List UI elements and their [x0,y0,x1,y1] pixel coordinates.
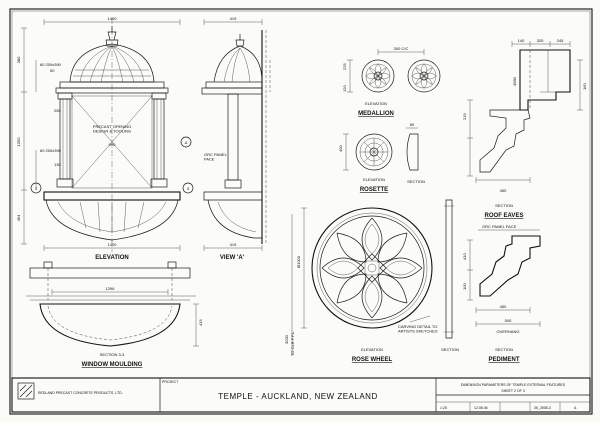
dim-380: 380 [16,56,21,63]
view-a-drawing [201,19,271,251]
medallion-drawing [347,49,441,93]
company-logo [17,382,35,400]
view-marker-a [180,136,192,148]
section-marker-left [30,182,42,194]
label-rosette-section: SECTION [407,179,425,184]
rosette-drawing [343,127,419,171]
label-rose-wheel-section: SECTION [441,347,459,352]
section-marker-right [182,182,194,194]
dim-1400-bottom: 1400 [108,242,118,247]
label-rose-wheel-elevation: ELEVATION [361,347,383,352]
dim-415: 415 [198,319,203,326]
project-label: PROJECT [162,380,179,384]
dim-100: 100 [462,283,467,290]
label-roof-eaves-section: SECTION [495,203,513,208]
drawing-date: 12.08.06 [474,406,488,410]
dim-219: 219 [462,113,467,120]
dim-250: 250 [54,108,61,113]
window-moulding-drawing [26,261,199,347]
label-rosette: ROSETTE [360,187,388,193]
drawing-title: DIMENSION PARAMETERS OF TEMPLE EXTERNAL … [461,383,566,387]
dim-450-pediment: 450 [500,304,507,309]
drawing-number: 06_2508-3 [534,406,551,410]
pediment-drawing [467,229,541,327]
dim-400: 400 [338,145,343,152]
label-roof-eaves: ROOF EAVES [485,213,524,219]
label-section-3-3: SECTION 3-3 [100,352,125,357]
temple-elevation [21,18,181,252]
note-ffl: TO CLR F.F.L. [290,331,295,356]
dim-60-200x390-b: 60 200x390 [40,148,62,153]
dim-1000: Ø1000 [296,255,301,268]
marker-3-left: 3 [35,186,38,191]
note-overhang: OVERHANG [497,329,520,334]
dim-1400-top: 1400 [108,16,118,21]
label-pediment-section: SECTION [495,347,513,352]
label-medallion-elevation: ELEVATION [365,101,387,106]
label-medallion: MEDALLION [358,111,394,117]
company-name: REDLAND PRECAST CONCRETE PRODUCTS, LTD. [38,391,123,395]
label-view-a: VIEW 'A' [220,255,245,261]
dim-1050: 1050 [16,137,21,147]
label-rose-wheel: ROSE WHEEL [352,357,393,363]
dim-900: 900 [109,142,116,147]
dim-60-200x390: 60 200x390 [40,62,62,67]
dim-419-bottom: 419 [230,242,237,247]
dim-160: 160 [582,83,587,90]
dim-120: 120 [342,85,347,92]
dim-4580: 4580 [512,76,517,86]
dim-410: 410 [462,253,467,260]
marker-a: A [185,140,188,145]
sheet-border [9,8,593,415]
drawing-scale: 1:25 [440,406,447,410]
dim-3030: 3030 [284,334,289,344]
project-title: TEMPLE - AUCKLAND, NEW ZEALAND [218,392,377,401]
dim-419-top: 419 [230,16,237,21]
label-pediment: PEDIMENT [488,357,519,363]
title-block [11,377,591,413]
dim-325: 325 [537,38,544,43]
dim-60: 60 [410,122,415,127]
label-elevation: ELEVATION [95,255,128,261]
dim-450-eaves: 450 [500,188,507,193]
sheet-number: SHEET 2 OF 3 [501,389,524,393]
dim-500: 500 [505,318,512,323]
note-grc-panel-face-pediment: GRC PANEL FACE [482,224,517,229]
dim-454: 454 [16,214,21,221]
dim-130: 130 [54,162,61,167]
dim-300-cc: 300 C/C [394,46,409,51]
marker-3-right: 3 [187,186,190,191]
roof-eaves-drawing [467,41,583,183]
drawing-revision: A [574,406,577,410]
dim-1296: 1296 [106,286,116,291]
rose-wheel-drawing [291,199,454,356]
dim-225: 225 [342,63,347,70]
label-window-moulding: WINDOW MOULDING [82,362,143,368]
dim-50: 50 [50,68,55,73]
dim-140: 140 [518,38,525,43]
dim-245: 245 [557,38,564,43]
label-rosette-elevation: ELEVATION [363,177,385,182]
